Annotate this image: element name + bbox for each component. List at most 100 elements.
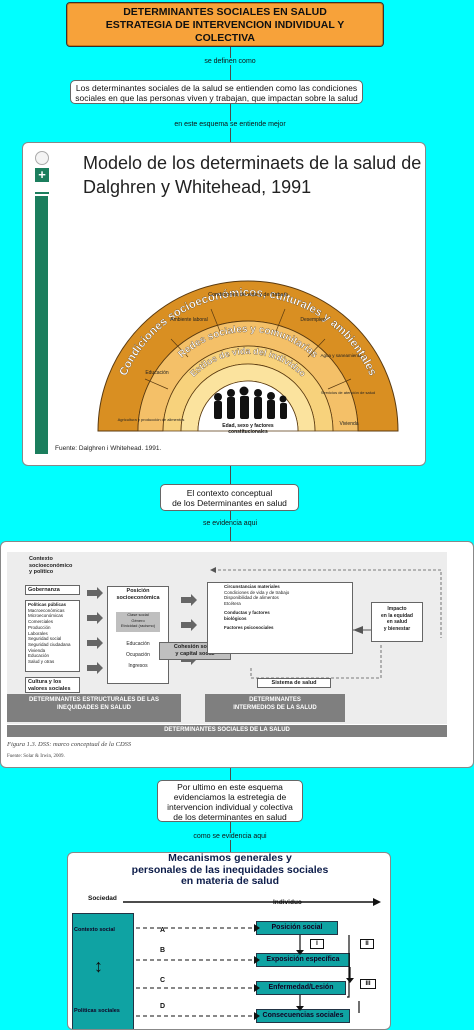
policy-item: Microeconómicas	[28, 613, 64, 619]
link-label: en este esquema se entiende mejor	[174, 121, 286, 128]
final-line: evidenciamos la estretegia de	[173, 792, 287, 802]
arrows-middle	[181, 594, 197, 665]
context-title-line: socioeconómico	[29, 562, 73, 569]
intermediate-line: DETERMINANTES	[249, 697, 301, 703]
context-title: Contexto socioeconómico y político	[29, 556, 72, 576]
sector-label: Servicios de atención de salud	[321, 390, 375, 395]
framework-caption: Figura 1.3. DSS: marco conceptual de la …	[7, 741, 132, 748]
policy-item: Comerciales	[28, 619, 54, 625]
class-line: Etnicidad (racismo)	[120, 623, 156, 628]
structural-line: INEQUIDADES EN SALUD	[56, 705, 131, 711]
cdss-framework-image[interactable]: Contexto socioeconómico y político Gober…	[0, 541, 474, 768]
link-label: se evidencia aqui	[202, 520, 258, 527]
policy-item: Salud y otras	[28, 659, 55, 665]
cohesion-line: y capital social	[175, 650, 215, 657]
title-line: DETERMINANTES SOCIALES EN SALUD	[123, 6, 327, 18]
circumstance-line: Disponibilidad de alimentos	[224, 595, 279, 600]
policy-item: Macroeconómicas	[28, 607, 65, 613]
letter-label: C	[160, 977, 166, 984]
sector-label: Agricultura y producción de alimentos	[118, 417, 185, 422]
roman-label: II	[360, 939, 374, 949]
mechanisms-image[interactable]: Mecanismos generales y personales de las…	[67, 852, 391, 1030]
roman-label: I	[310, 939, 324, 949]
position-line: socioeconómica	[116, 594, 160, 601]
class-box: Clase social Género Etnicidad (racismo)	[116, 612, 160, 632]
health-system-box: Sistema de salud	[257, 678, 331, 688]
link-label: se definen como	[204, 58, 256, 65]
impact-box: Impacto en la equidad en salud y bienest…	[371, 602, 423, 642]
policy-item: Seguridad ciudadana	[28, 641, 71, 647]
feedback-lines	[210, 567, 442, 679]
mechanisms-title-line: personales de las inequidades sociales	[131, 863, 329, 876]
circumstance-line: Condiciones de vida y de trabajo	[224, 589, 290, 595]
title-line: COLECTIVA	[195, 32, 255, 44]
model-title: Modelo de los determinaets de la salud d…	[83, 151, 423, 199]
double-arrow-icon: ↕	[94, 956, 103, 976]
policies-box: Políticas públicas Macroeconómicas Micro…	[25, 600, 80, 672]
cohesion-line: Cohesión social	[173, 644, 217, 650]
intermediate-box: Circunstancias materiales Condiciones de…	[207, 582, 353, 654]
impact-line: en la equidad	[381, 612, 413, 619]
image-source: Fuente: Dalghren i Whitehead. 1991.	[55, 445, 162, 452]
social-determinants-bar: DETERMINANTES SOCIALES DE LA SALUD	[7, 725, 447, 737]
position-title: Posición socioeconómica	[110, 588, 166, 601]
framework-source: Fuente: Solar & Irwin, 2009.	[7, 754, 65, 759]
intermediate-line: INTERMEDIOS DE LA SALUD	[233, 705, 317, 711]
sector-label: Educación	[145, 370, 169, 376]
context-title-line: y político	[29, 569, 54, 575]
society-panel	[72, 913, 134, 1029]
title-node[interactable]: DETERMINANTES SOCIALES EN SALUD ESTRATEG…	[66, 2, 384, 47]
intermediate-bar: DETERMINANTES INTERMEDIOS DE LA SALUD	[205, 694, 345, 722]
robot-icon	[35, 151, 49, 165]
rainbow-diagram: Condiciones socioeconómicos, culturales …	[97, 280, 399, 435]
impact-line: y bienestar	[383, 625, 411, 632]
social-context-label: Contexto social	[74, 927, 115, 933]
dahlgren-whitehead-image[interactable]: + Modelo de los determinaets de la salud…	[22, 142, 426, 466]
letter-label: D	[160, 1003, 166, 1010]
final-node[interactable]: Por ultimo en este esquema evidenciamos …	[157, 780, 303, 822]
structural-bar: DETERMINANTES ESTRUCTURALES DE LAS INEQU…	[7, 694, 181, 722]
position-item: Educación	[126, 641, 150, 647]
sector-label: Vivienda	[339, 421, 358, 427]
position-item: Ingresos	[128, 663, 148, 669]
link-label: como se evidencia aqui	[193, 833, 267, 840]
policy-item: Producción	[28, 624, 51, 630]
policy-item: Vivienda	[28, 647, 46, 653]
title-line: ESTRATEGIA DE INTERVENCION INDIVIDUAL Y	[105, 19, 345, 31]
sector-label: Ambiente laboral	[170, 317, 208, 323]
context-line: El contexto conceptual	[186, 488, 273, 498]
circumstance-line: Etcétera	[224, 600, 241, 606]
header-arrow	[123, 898, 381, 906]
definition-line: sociales en que las personas viven y tra…	[75, 93, 358, 103]
core-label: constitucionales	[228, 429, 268, 435]
mechanisms-title-line: Mecanismos generales y	[168, 852, 292, 864]
mechanisms-title: Mecanismos generales y personales de las…	[68, 852, 390, 888]
sidebar-strip	[35, 196, 48, 454]
final-line: Por ultimo en este esquema	[177, 782, 283, 792]
mechanism-box: Enfermedad/Lesión	[256, 981, 346, 995]
policy-item: Laborales	[28, 630, 48, 636]
culture-box: Cultura y los valores sociales	[25, 677, 80, 693]
context-node[interactable]: El contexto conceptual de los Determinan…	[160, 484, 299, 511]
society-header: Sociedad	[88, 895, 117, 902]
policy-item: Políticas públicas	[28, 602, 67, 607]
roman-label: III	[360, 979, 376, 989]
context-title-line: Contexto	[29, 556, 53, 562]
letter-label: A	[160, 927, 166, 934]
arrows-left	[87, 587, 103, 674]
mechanism-box: Posición social	[256, 921, 338, 935]
final-line: intervencion individual y colectiva	[167, 802, 293, 812]
connector-line	[230, 768, 231, 780]
policy-item: Seguridad social	[28, 636, 62, 642]
class-line: Clase social	[127, 612, 149, 617]
culture-line: valores sociales	[28, 685, 71, 692]
class-line: Género	[131, 617, 145, 623]
model-title-line: Dalghren y Whitehead, 1991	[83, 177, 312, 197]
policy-item: Educación	[28, 653, 50, 659]
mechanism-arrows	[136, 924, 360, 1020]
sector-label: Desempleo	[300, 317, 326, 323]
definition-node[interactable]: Los determinantes sociales de la salud s…	[70, 80, 363, 104]
impact-line: en salud	[386, 619, 408, 625]
sector-label: Agua y saneamiento	[320, 353, 362, 358]
slash-icon	[35, 184, 49, 194]
